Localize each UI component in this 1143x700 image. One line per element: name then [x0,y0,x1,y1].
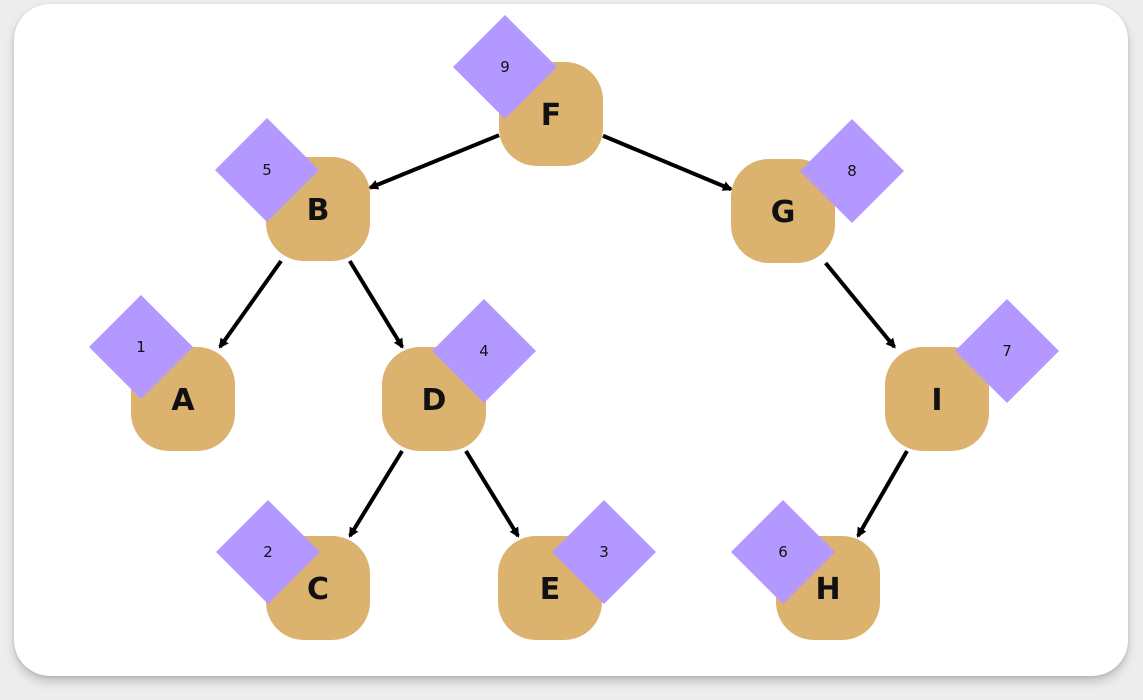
node-label: G [771,195,796,230]
order-badge-label: 8 [847,162,857,180]
order-badge-diamond [216,500,320,604]
edge-f-g [602,133,733,192]
node-label: E [540,572,561,607]
node-label: I [931,383,942,418]
node-label: A [171,383,195,418]
edge-f-b [368,133,500,190]
order-badge-label: 9 [500,58,510,76]
tree-node-i[interactable]: I7 [885,299,1059,451]
order-badge-label: 2 [263,543,273,561]
edge-g-i [824,261,896,349]
edge-d-c [348,449,404,538]
order-badge-label: 7 [1002,342,1012,360]
node-label: F [541,98,562,133]
order-badge-diamond [215,118,319,222]
edge-b-a [218,259,283,349]
edge-d-e [464,449,520,538]
node-label: B [307,193,330,228]
tree-node-h[interactable]: H6 [731,500,880,640]
order-badge-diamond [432,299,536,403]
order-badge-diamond [89,295,193,399]
tree-node-a[interactable]: A1 [89,295,235,451]
order-badge-diamond [453,15,557,119]
node-label: C [307,572,329,607]
edge-i-h [856,450,909,538]
tree-node-g[interactable]: G8 [731,119,904,263]
order-badge-label: 4 [479,342,489,360]
tree-node-f[interactable]: F9 [453,15,603,166]
tree-node-b[interactable]: B5 [215,118,370,261]
order-badge-diamond [731,500,835,604]
order-badge-diamond [800,119,904,223]
node-box [885,347,989,451]
node-box [731,159,835,263]
node-label: H [815,572,840,607]
tree-node-d[interactable]: D4 [382,299,536,451]
order-badge-label: 3 [599,543,609,561]
order-badge-label: 6 [778,543,788,561]
node-label: D [422,383,447,418]
order-badge-label: 5 [262,161,272,179]
edges-layer [218,133,909,538]
tree-node-c[interactable]: C2 [216,500,370,640]
order-badge-diamond [955,299,1059,403]
order-badge-label: 1 [136,338,146,356]
order-badge-diamond [552,500,656,604]
edge-b-d [348,259,404,349]
tree-node-e[interactable]: E3 [498,500,656,640]
